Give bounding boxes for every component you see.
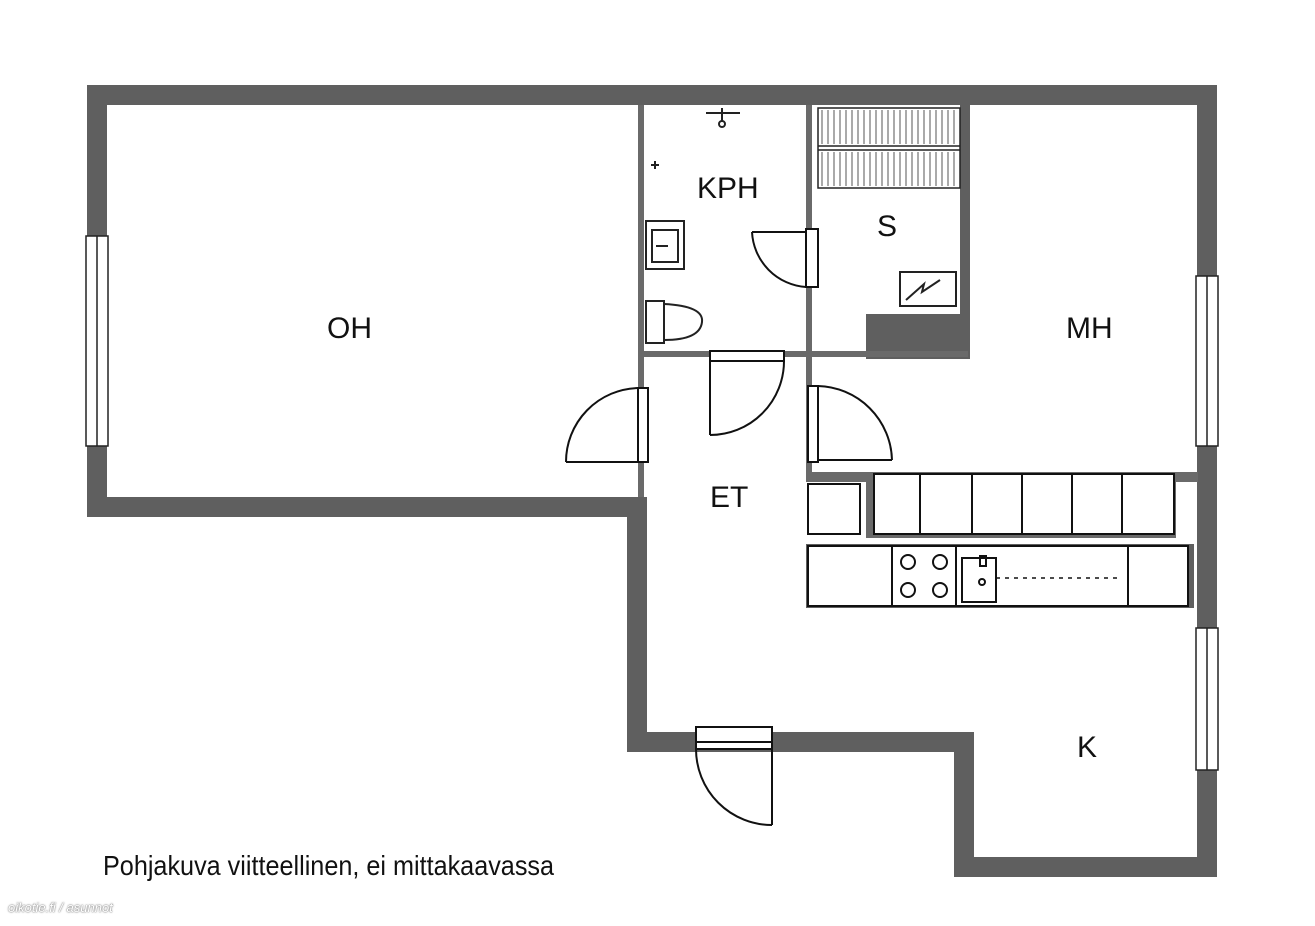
toilet-icon bbox=[645, 300, 704, 344]
room-label-k: K bbox=[1077, 731, 1097, 764]
upper-cabinet bbox=[971, 473, 1023, 535]
sink-icon bbox=[645, 220, 685, 270]
kitchen-counter bbox=[807, 545, 1189, 607]
kitchen-sink-icon bbox=[961, 555, 1122, 603]
upper-cabinets bbox=[873, 473, 1175, 535]
room-label-oh: OH bbox=[327, 312, 372, 345]
shower-icon bbox=[651, 108, 740, 169]
hall-bottom-wall bbox=[627, 732, 974, 752]
room-label-s: S bbox=[877, 210, 897, 243]
kitchen-cabinet bbox=[807, 483, 861, 535]
door-entrance bbox=[695, 726, 773, 826]
upper-cabinet bbox=[1071, 473, 1123, 535]
oh-bottom-wall bbox=[87, 497, 647, 517]
kph-bottom-wall bbox=[638, 351, 968, 357]
kph-left-wall bbox=[638, 105, 644, 355]
electrical-panel bbox=[899, 271, 957, 307]
upper-cabinet bbox=[873, 473, 921, 535]
door-kph bbox=[751, 228, 819, 288]
doors bbox=[565, 228, 893, 826]
door-mh bbox=[807, 385, 893, 463]
room-label-kph: KPH bbox=[697, 172, 759, 205]
kitchen bbox=[806, 472, 1198, 608]
watermark: oikotie.fi / asunnot bbox=[8, 900, 113, 915]
storage-right-wall bbox=[960, 105, 970, 359]
storage-shelves bbox=[817, 107, 961, 189]
k-bottom-wall bbox=[954, 857, 1217, 877]
floor-plan-disclaimer: Pohjakuva viitteellinen, ei mittakaavass… bbox=[103, 850, 555, 881]
door-oh bbox=[565, 387, 649, 463]
door-storage bbox=[709, 350, 785, 436]
room-label-mh: MH bbox=[1066, 312, 1113, 345]
bathroom-fixtures bbox=[645, 108, 740, 344]
top-wall bbox=[87, 85, 1217, 105]
windows bbox=[85, 235, 1219, 771]
upper-cabinet bbox=[1121, 473, 1175, 535]
upper-cabinet bbox=[1021, 473, 1073, 535]
upper-cabinet bbox=[919, 473, 973, 535]
stove-icon bbox=[900, 554, 948, 598]
hall-left-wall bbox=[627, 497, 647, 752]
k-left-wall bbox=[954, 732, 974, 877]
room-label-et: ET bbox=[710, 481, 748, 514]
shelf-hatching bbox=[821, 110, 955, 186]
